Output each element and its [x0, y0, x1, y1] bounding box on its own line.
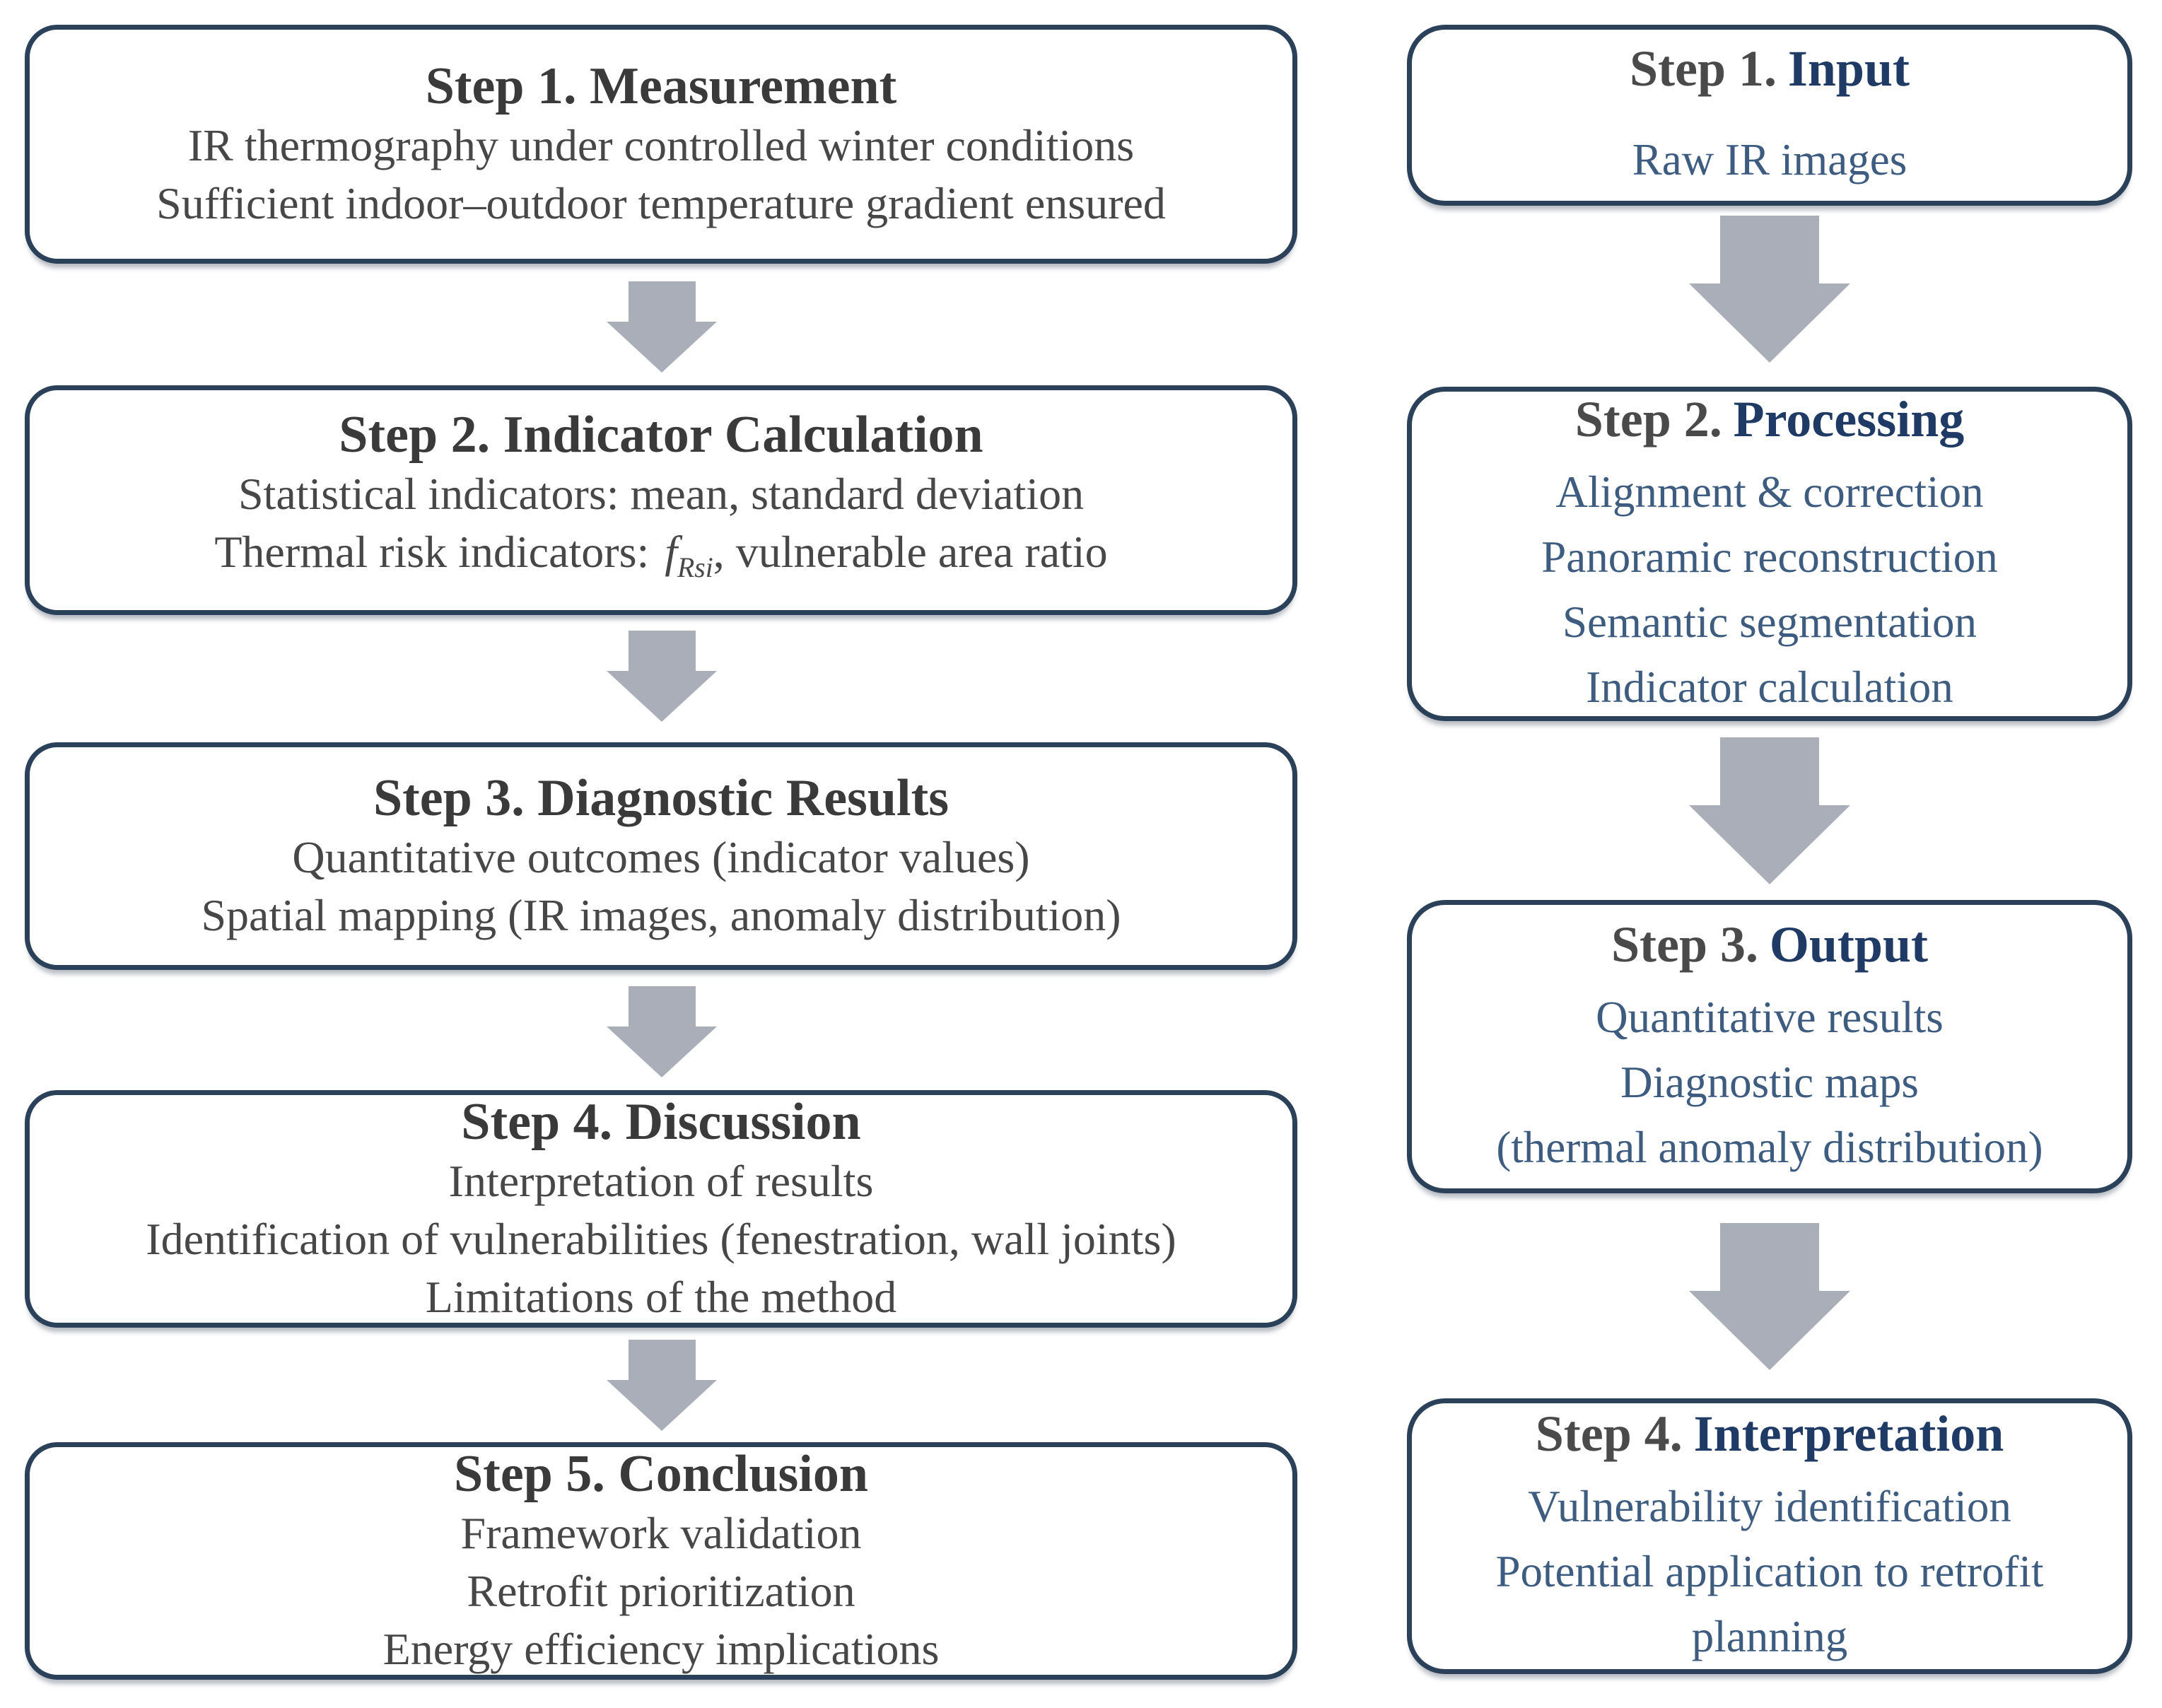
box-line: Quantitative outcomes (indicator values) [292, 832, 1030, 882]
down-arrow-icon [1689, 1223, 1850, 1370]
box-title: Step 2. Indicator Calculation [339, 405, 983, 464]
arrow-head [607, 1380, 717, 1431]
box-title: Step 3.Output [1611, 914, 1928, 975]
arrow-head [607, 322, 717, 373]
box-title: Step 1.Input [1630, 38, 1910, 99]
box-line: IR thermography under controlled winter … [187, 120, 1135, 170]
step-number: Step 3. [1611, 916, 1759, 973]
box-line: Panoramic reconstruction [1541, 532, 1998, 582]
arrow-head [1689, 1291, 1850, 1370]
box-line: Identification of vulnerabilities (fenes… [146, 1214, 1176, 1264]
box-line: Framework validation [460, 1508, 862, 1558]
right-box-step1-input: Step 1.Input Raw IR images [1407, 25, 2132, 206]
down-arrow-icon [605, 1340, 718, 1431]
arrow-head [1689, 805, 1850, 884]
box-line: Spatial mapping (IR images, anomaly dist… [201, 890, 1121, 940]
arrow-head [1689, 283, 1850, 363]
box-line: planning [1691, 1612, 1848, 1661]
box-line: Alignment & correction [1555, 467, 1984, 517]
box-line: Quantitative results [1596, 992, 1944, 1042]
down-arrow-icon [605, 986, 718, 1077]
box-line: Limitations of the method [425, 1272, 897, 1322]
left-box-step5-conclusion: Step 5. Conclusion Framework validation … [25, 1442, 1297, 1680]
arrow-stem [628, 1340, 696, 1380]
right-box-step3-output: Step 3.Output Quantitative results Diagn… [1407, 900, 2132, 1193]
step-number: Step 1. [1630, 40, 1777, 97]
arrow-stem [628, 281, 696, 322]
arrow-stem [1720, 1223, 1819, 1291]
formula-symbol-f: f [665, 526, 678, 577]
box-line: Vulnerability identification [1528, 1482, 2011, 1531]
box-line: Statistical indicators: mean, standard d… [238, 468, 1085, 519]
step-title: Interpretation [1693, 1405, 2004, 1462]
box-line: Indicator calculation [1586, 662, 1953, 712]
box-title: Step 2.Processing [1575, 389, 1965, 450]
step-title: Processing [1733, 390, 1965, 448]
left-box-step4-discussion: Step 4. Discussion Interpretation of res… [25, 1090, 1297, 1328]
box-line: Interpretation of results [448, 1156, 874, 1206]
box-line: Retrofit prioritization [467, 1566, 855, 1616]
formula-suffix: , vulnerable area ratio [713, 526, 1108, 577]
formula-line: Thermal risk indicators: fRsi, vulnerabl… [214, 523, 1107, 597]
box-title: Step 4.Interpretation [1536, 1403, 2004, 1464]
arrow-stem [1720, 737, 1819, 805]
step-number: Step 2. [1574, 390, 1722, 448]
left-box-step1-measurement: Step 1. Measurement IR thermography unde… [25, 25, 1297, 264]
arrow-stem [1720, 216, 1819, 283]
box-line: Diagnostic maps [1620, 1057, 1919, 1107]
box-line: Sufficient indoor–outdoor temperature gr… [156, 178, 1166, 228]
right-box-step2-processing: Step 2.Processing Alignment & correction… [1407, 387, 2132, 721]
formula-prefix: Thermal risk indicators: [214, 526, 661, 577]
arrow-stem [628, 631, 696, 671]
box-title: Step 4. Discussion [461, 1093, 861, 1151]
box-line: Potential application to retrofit [1495, 1547, 2044, 1596]
formula-subscript-rsi: Rsi [677, 551, 713, 583]
arrow-head [607, 1026, 717, 1077]
arrow-head [607, 671, 717, 722]
right-box-step4-interpretation: Step 4.Interpretation Vulnerability iden… [1407, 1398, 2132, 1674]
box-title: Step 5. Conclusion [454, 1445, 868, 1503]
step-title: Input [1787, 40, 1910, 97]
down-arrow-icon [605, 631, 718, 722]
down-arrow-icon [1689, 737, 1850, 884]
box-line: Semantic segmentation [1562, 597, 1977, 647]
box-line: (thermal anomaly distribution) [1496, 1122, 2043, 1172]
left-box-step3-diagnostic-results: Step 3. Diagnostic Results Quantitative … [25, 742, 1297, 970]
step-title: Output [1769, 916, 1928, 973]
box-title: Step 3. Diagnostic Results [373, 769, 949, 827]
step-number: Step 4. [1535, 1405, 1683, 1462]
box-line: Energy efficiency implications [382, 1624, 940, 1674]
box-line: Raw IR images [1632, 135, 1907, 185]
left-box-step2-indicator-calculation: Step 2. Indicator Calculation Statistica… [25, 385, 1297, 615]
down-arrow-icon [1689, 216, 1850, 363]
box-title: Step 1. Measurement [425, 57, 897, 115]
arrow-stem [628, 986, 696, 1026]
down-arrow-icon [605, 281, 718, 373]
